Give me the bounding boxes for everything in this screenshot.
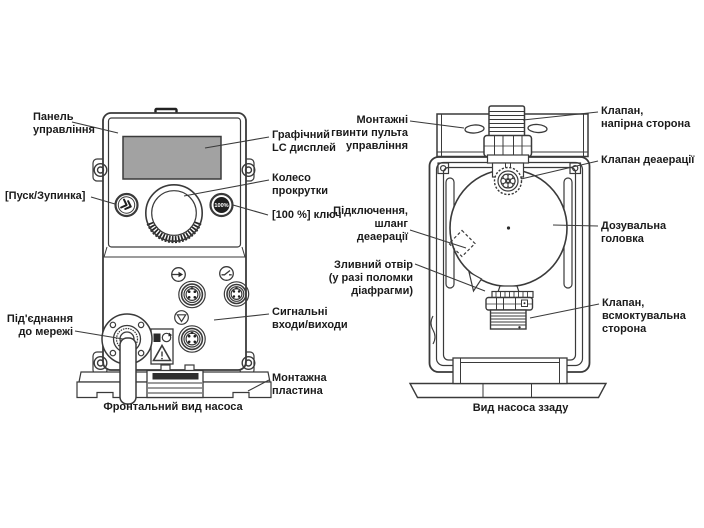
label-start-stop: [Пуск/Зупинка]	[5, 190, 86, 202]
bottom-recess	[452, 357, 568, 385]
signal-connector-3	[178, 325, 206, 353]
label-valve-discharge: Клапан, напірна сторона	[601, 105, 691, 130]
label-valve-suction: Клапан, всмоктувальна сторона	[602, 297, 686, 335]
power-cable	[119, 337, 137, 405]
input-arrow-icon	[171, 267, 186, 282]
power-gland	[101, 313, 153, 405]
signal-connector-2	[223, 281, 250, 307]
panel-screw-left	[464, 124, 485, 134]
level-sensor-icon	[174, 310, 189, 325]
rear-pump-drawing	[408, 105, 608, 399]
hundred-percent-button: 100%	[209, 192, 234, 218]
label-key-100: [100 %] ключ	[272, 209, 342, 221]
label-lc-display: Графічний LC дисплей	[272, 129, 336, 154]
label-scroll-wheel: Колесо прокрутки	[272, 172, 329, 197]
rear-base-plate	[408, 382, 608, 399]
label-deaeration-hose: Підключення, шланг деаерації	[333, 205, 408, 243]
rear-view-caption: Вид насоса ззаду	[472, 402, 569, 414]
relay-icon	[219, 266, 234, 281]
label-dosing-head: Дозувальна головка	[601, 220, 667, 245]
corner-pads	[437, 162, 582, 175]
label-control-panel: Панель управління	[33, 111, 95, 136]
warning-plate	[150, 328, 174, 365]
scroll-wheel	[145, 184, 204, 244]
drain-spout	[468, 270, 483, 293]
warning-triangle-icon	[152, 343, 172, 362]
hundred-percent-text: 100%	[214, 203, 228, 209]
lc-display	[122, 135, 222, 180]
signal-connector-1	[178, 280, 206, 309]
label-drain-opening: Зливний отвір (у разі поломки діафрагми)	[328, 259, 413, 297]
front-pump-drawing: 100%	[76, 107, 272, 405]
side-notch	[430, 315, 436, 345]
deaeration-hose-port	[448, 229, 476, 258]
panel-bevel	[103, 246, 246, 258]
rotate-icon	[161, 332, 172, 343]
label-panel-screws: Монтажні гвинти пульта управління	[331, 114, 408, 152]
front-view-caption: Фронтальний вид насоса	[103, 401, 243, 413]
label-mains-connection: Під'єднання до мережі	[6, 313, 73, 338]
label-mounting-plate: Монтажна пластина	[272, 372, 327, 397]
fast-forward-icon	[120, 198, 132, 211]
panel-screw-right	[527, 123, 548, 134]
label-signal-io: Сигнальні входи/виходи	[272, 306, 348, 331]
manual-icon	[153, 333, 161, 342]
plate-clamp	[146, 364, 204, 399]
label-deaeration-valve: Клапан деаерації	[601, 154, 695, 166]
suction-valve	[485, 285, 534, 330]
leader-lines	[71, 111, 600, 392]
deaeration-valve	[493, 166, 523, 196]
housing-screws	[93, 162, 256, 371]
control-panel-frame	[107, 117, 242, 248]
start-stop-button	[114, 192, 139, 218]
